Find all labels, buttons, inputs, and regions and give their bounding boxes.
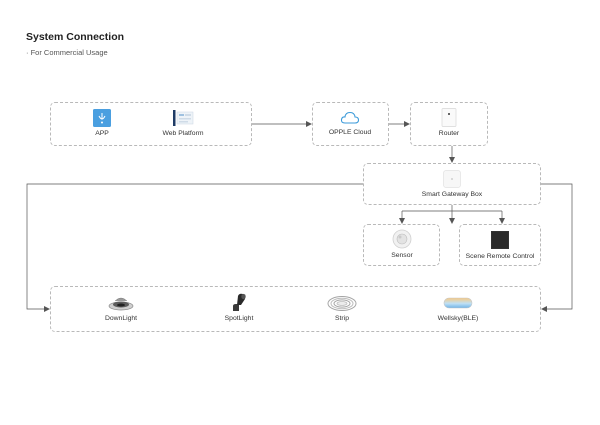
router-icon	[441, 108, 457, 127]
wellsky-node: Wellsky(BLE)	[428, 294, 488, 322]
gateway-node: Smart Gateway Box	[412, 170, 492, 198]
arrow-gateway-to-lights-right	[541, 183, 573, 312]
spotlight-label: SpotLight	[224, 315, 254, 322]
sensor-label: Sensor	[391, 252, 413, 259]
web-platform-node: Web Platform	[155, 109, 211, 137]
scene-remote-icon	[491, 231, 509, 249]
scene-remote-node: Scene Remote Control	[460, 230, 540, 260]
sensor-node: Sensor	[382, 229, 422, 259]
cloud-icon	[340, 111, 360, 124]
cloud-box	[312, 102, 389, 146]
gateway-box-icon	[443, 170, 461, 188]
strip-icon	[327, 296, 357, 311]
page-title: System Connection	[26, 31, 125, 43]
wellsky-label: Wellsky(BLE)	[437, 315, 479, 322]
downlight-node: DownLight	[96, 294, 146, 322]
client-group-box	[50, 102, 252, 146]
scene-remote-label: Scene Remote Control	[465, 253, 535, 260]
app-node: APP	[82, 109, 122, 137]
router-node: Router	[429, 108, 469, 137]
opple-cloud-label: OPPLE Cloud	[328, 129, 372, 136]
gateway-label: Smart Gateway Box	[421, 191, 483, 198]
router-label: Router	[438, 130, 460, 137]
sensor-icon	[392, 229, 412, 249]
spotlight-icon	[233, 293, 246, 311]
strip-label: Strip	[335, 315, 349, 322]
web-platform-label: Web Platform	[162, 130, 204, 137]
app-icon	[93, 109, 111, 127]
wellsky-icon	[443, 297, 473, 309]
web-platform-icon	[173, 110, 194, 126]
spotlight-node: SpotLight	[214, 292, 264, 322]
downlight-icon	[108, 297, 134, 311]
opple-cloud-node: OPPLE Cloud	[320, 110, 380, 136]
app-label: APP	[95, 130, 109, 137]
strip-node: Strip	[322, 295, 362, 322]
downlight-label: DownLight	[104, 315, 138, 322]
page-subtitle: · For Commercial Usage	[26, 48, 108, 57]
